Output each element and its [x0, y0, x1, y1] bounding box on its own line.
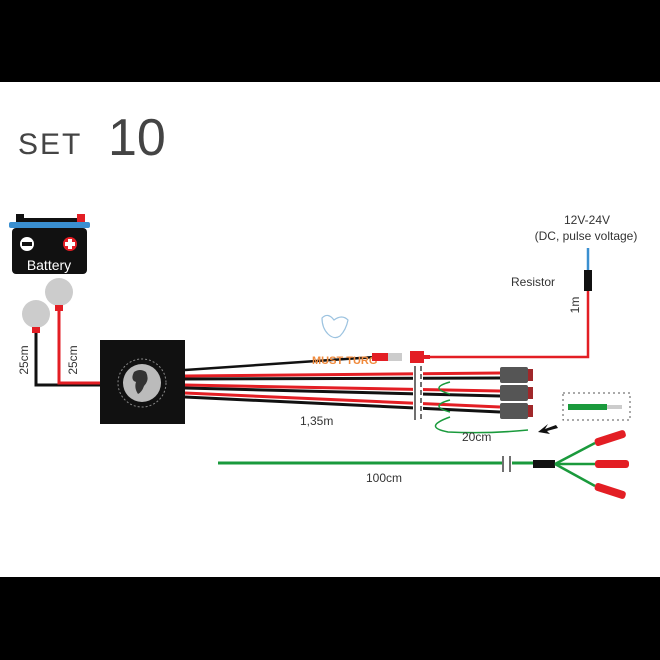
inset-bare-wire: [607, 405, 622, 409]
voltage-note: (DC, pulse voltage): [535, 229, 638, 243]
arrow-icon: [538, 424, 558, 434]
resistor-icon: [584, 270, 592, 291]
harness: [184, 355, 501, 422]
negative-ring-terminal: [22, 300, 50, 328]
bottom-band: [0, 577, 660, 660]
positive-wire: [57, 308, 100, 385]
relay-module: [100, 340, 185, 424]
negative-wire: [34, 330, 100, 387]
voltage-label: 12V-24V: [564, 213, 610, 227]
green-wire-length: 100cm: [366, 471, 402, 485]
split-connectors: [554, 430, 629, 499]
title-prefix: SET: [18, 128, 82, 161]
neg-wire-length: 25cm: [17, 345, 31, 374]
wire-break: [502, 455, 512, 473]
switch-connectors: [434, 367, 533, 434]
positive-crimp: [55, 305, 63, 311]
battery-label: Battery: [27, 257, 71, 273]
harness-length: 1,35m: [300, 414, 333, 428]
pos-wire-length: 25cm: [66, 345, 80, 374]
battery-icon: Battery: [9, 214, 90, 274]
switch-wire-length: 20cm: [462, 430, 491, 444]
resistor-wire-length: 1m: [568, 297, 582, 314]
detail-inset: [562, 392, 631, 421]
inset-green-wire: [568, 404, 607, 410]
resistor-label: Resistor: [511, 275, 555, 289]
resistor-wire: [430, 290, 590, 359]
title-number: 10: [108, 109, 166, 167]
fuse-holder: [372, 351, 430, 363]
splice-sleeve: [533, 460, 555, 468]
top-band: [0, 0, 660, 82]
watermark-logo-icon: [321, 314, 349, 339]
negative-crimp: [32, 327, 40, 333]
watermark-text: MUST TURG: [312, 355, 377, 367]
positive-ring-terminal: [45, 278, 73, 306]
